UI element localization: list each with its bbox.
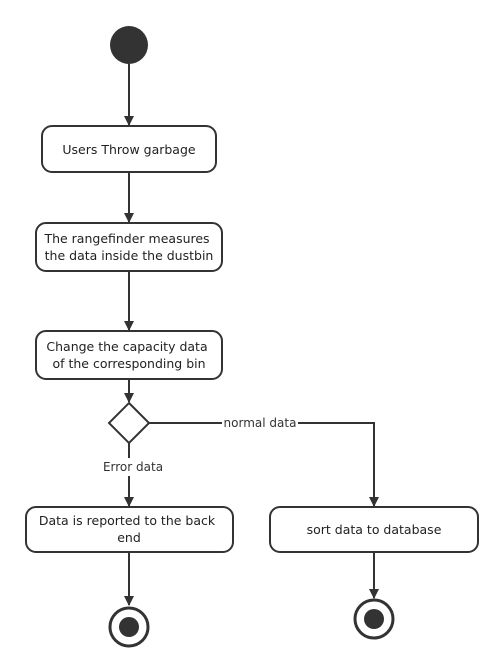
end-node-left	[108, 606, 150, 648]
svg-text:Users Throw garbage: Users Throw garbage	[62, 142, 196, 157]
error-data-label: Error data	[103, 460, 163, 474]
activity-sort-data: sort data to database	[269, 506, 479, 553]
decision-node	[107, 401, 151, 445]
change-capacity-line-2: of the corresponding bin	[52, 356, 205, 371]
svg-text:sort data to database: sort data to database	[307, 522, 442, 537]
change-capacity-line-1: Change the capacity data	[46, 339, 207, 354]
normal-data-label: normal data	[224, 416, 297, 430]
svg-text:Data is reported to the back: Data is reported to the back end	[39, 513, 219, 545]
report-backend-line-2: end	[117, 530, 141, 545]
activity-report-backend: Data is reported to the back end	[25, 506, 234, 553]
activity-change-capacity-data: Change the capacity data of the correspo…	[35, 330, 223, 380]
start-node	[110, 26, 148, 64]
rangefinder-line-2: the data inside the dustbin	[45, 248, 214, 263]
normal-data-label-bg	[222, 415, 298, 431]
report-backend-line-1: Data is reported to the back	[39, 513, 216, 528]
rangefinder-line-1: The rangefinder measures	[43, 231, 209, 246]
activity-users-throw-garbage: Users Throw garbage	[41, 125, 217, 173]
activity-rangefinder-measures: The rangefinder measures the data inside…	[35, 222, 223, 272]
end-node-right	[353, 598, 395, 640]
edge-normal-data	[149, 422, 379, 507]
sort-data-line-1: sort data to database	[307, 522, 442, 537]
svg-text:Change the capacity data: Change the capacity data of the correspo…	[46, 339, 211, 371]
svg-text:The rangefinder measures: The rangefinder measures the data inside…	[43, 231, 213, 263]
users-throw-line-1: Users Throw garbage	[62, 142, 196, 157]
